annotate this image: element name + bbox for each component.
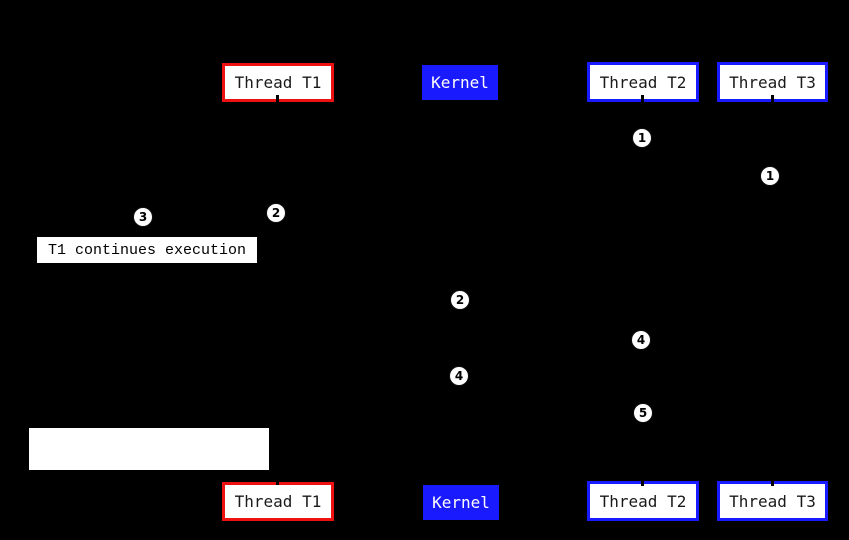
step-marker-value: 5 — [638, 406, 648, 420]
step-marker: 3 — [133, 207, 153, 227]
lifeline-tick — [641, 476, 644, 486]
thread-t3-label: Thread T3 — [729, 72, 816, 92]
step-marker-value: 2 — [455, 293, 465, 307]
empty-callout-box — [29, 428, 269, 470]
step-marker: 1 — [632, 128, 652, 148]
thread-t2-label: Thread T2 — [599, 491, 687, 511]
step-marker-value: 2 — [271, 206, 281, 220]
thread-t2-box-bottom: Thread T2 — [587, 481, 699, 521]
thread-t3-label: Thread T3 — [729, 491, 816, 511]
thread-t1-box-bottom: Thread T1 — [222, 482, 334, 521]
step-marker: 4 — [631, 330, 651, 350]
thread-t2-label: Thread T2 — [599, 72, 687, 92]
step-marker: 5 — [633, 403, 653, 423]
thread-t1-label: Thread T1 — [234, 492, 322, 511]
thread-t1-label: Thread T1 — [234, 73, 322, 92]
step-marker-value: 1 — [765, 169, 775, 183]
step-marker: 1 — [760, 166, 780, 186]
step-marker: 2 — [450, 290, 470, 310]
kernel-box-top: Kernel — [422, 65, 498, 100]
kernel-label: Kernel — [432, 493, 490, 512]
t1-continues-callout: T1 continues execution — [37, 237, 257, 263]
step-marker: 4 — [449, 366, 469, 386]
step-marker: 2 — [266, 203, 286, 223]
step-marker-value: 1 — [637, 131, 647, 145]
lifeline-tick — [771, 476, 774, 486]
lifeline-tick — [771, 95, 774, 105]
step-marker-value: 3 — [138, 210, 148, 224]
kernel-label: Kernel — [431, 73, 489, 92]
step-marker-value: 4 — [454, 369, 464, 383]
thread-t3-box-bottom: Thread T3 — [717, 481, 828, 521]
lifeline-tick — [641, 95, 644, 105]
lifeline-tick — [276, 95, 279, 105]
t1-continues-text: T1 continues execution — [47, 241, 247, 259]
lifeline-tick — [276, 475, 279, 485]
kernel-box-bottom: Kernel — [423, 485, 499, 520]
step-marker-value: 4 — [636, 333, 646, 347]
